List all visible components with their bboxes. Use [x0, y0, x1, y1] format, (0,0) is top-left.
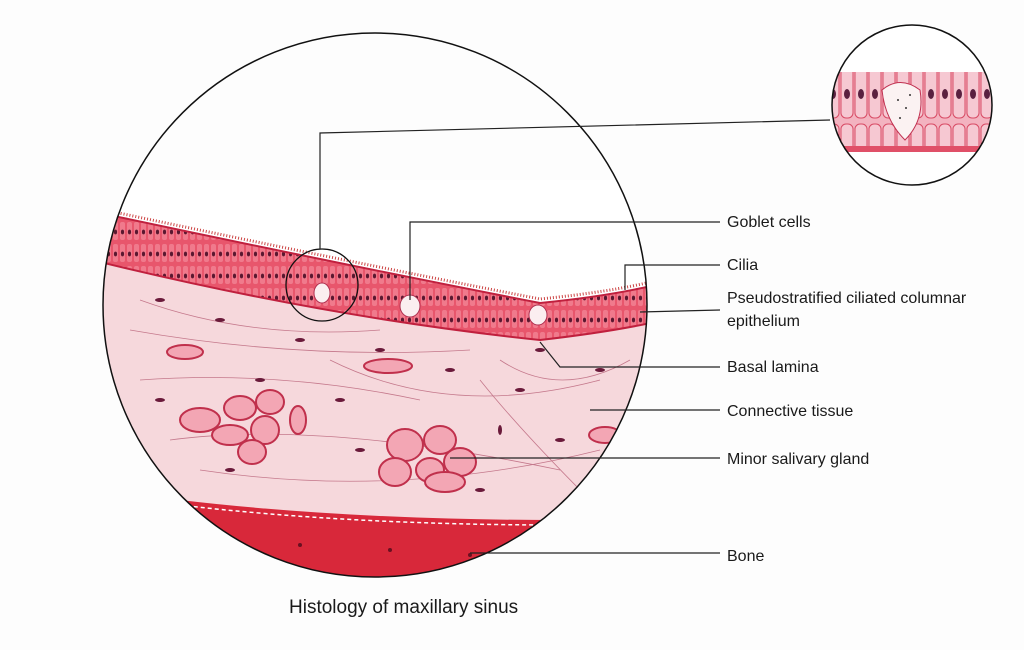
minor-salivary-gland [166, 344, 622, 493]
inset-goblet-cell [832, 25, 992, 185]
goblet-cells [313, 282, 548, 326]
label-basal-lamina: Basal lamina [727, 359, 819, 376]
leader-lines [319, 119, 831, 554]
figure-caption: Histology of maxillary sinus [289, 597, 519, 618]
tissue-section [103, 180, 647, 577]
label-epithelium-line2: epithelium [727, 313, 800, 330]
epithelium [103, 211, 647, 342]
label-goblet-cells: Goblet cells [727, 214, 811, 231]
label-cilia: Cilia [727, 257, 759, 274]
label-minor-salivary-gland: Minor salivary gland [727, 451, 870, 468]
label-bone: Bone [727, 548, 765, 565]
zoom-region-circle [285, 248, 359, 322]
magnified-view-circle [102, 32, 648, 578]
label-connective-tissue: Connective tissue [727, 403, 854, 420]
label-epithelium-line1: Pseudostratified ciliated columnar [727, 290, 967, 307]
